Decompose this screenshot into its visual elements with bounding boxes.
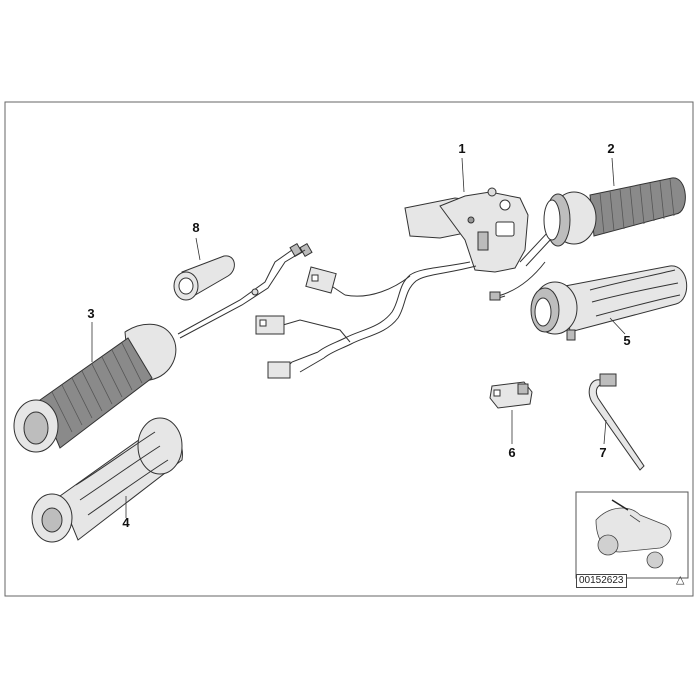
callout-4: 4 bbox=[122, 515, 130, 530]
callout-8: 8 bbox=[192, 220, 200, 235]
callout-2: 2 bbox=[607, 141, 615, 156]
callout-3: 3 bbox=[87, 306, 95, 321]
part-3-grip-knurled bbox=[13, 323, 177, 453]
part-6-connector bbox=[489, 381, 533, 409]
callout-5: 5 bbox=[623, 333, 631, 348]
callout-7-leader bbox=[603, 419, 607, 445]
part-5-grip bbox=[530, 265, 688, 341]
part-8-sleeve bbox=[173, 255, 235, 301]
part-7-cable-tie bbox=[588, 373, 645, 471]
part-3-knurl-lines bbox=[51, 342, 143, 433]
callout-1: 1 bbox=[458, 141, 466, 156]
callout-5-leader bbox=[609, 317, 626, 335]
callout-8-leader bbox=[195, 237, 201, 261]
diagram-frame bbox=[4, 101, 694, 597]
callout-1-leader bbox=[461, 157, 465, 193]
callout-7: 7 bbox=[599, 445, 607, 460]
part-2-grip-knurled bbox=[543, 177, 686, 247]
grip-3-lead bbox=[177, 249, 306, 339]
inset-motorcycle bbox=[595, 499, 672, 569]
callout-2-leader bbox=[611, 157, 615, 187]
part-4-grip bbox=[31, 417, 183, 543]
part-1-switch-unit bbox=[404, 187, 529, 273]
corner-triangle-icon: △ bbox=[676, 573, 685, 586]
part-2-knurl-lines bbox=[599, 178, 675, 235]
callout-6: 6 bbox=[508, 445, 516, 460]
drawing-number: 00152623 bbox=[576, 574, 627, 588]
part-1-connectors bbox=[255, 242, 501, 379]
